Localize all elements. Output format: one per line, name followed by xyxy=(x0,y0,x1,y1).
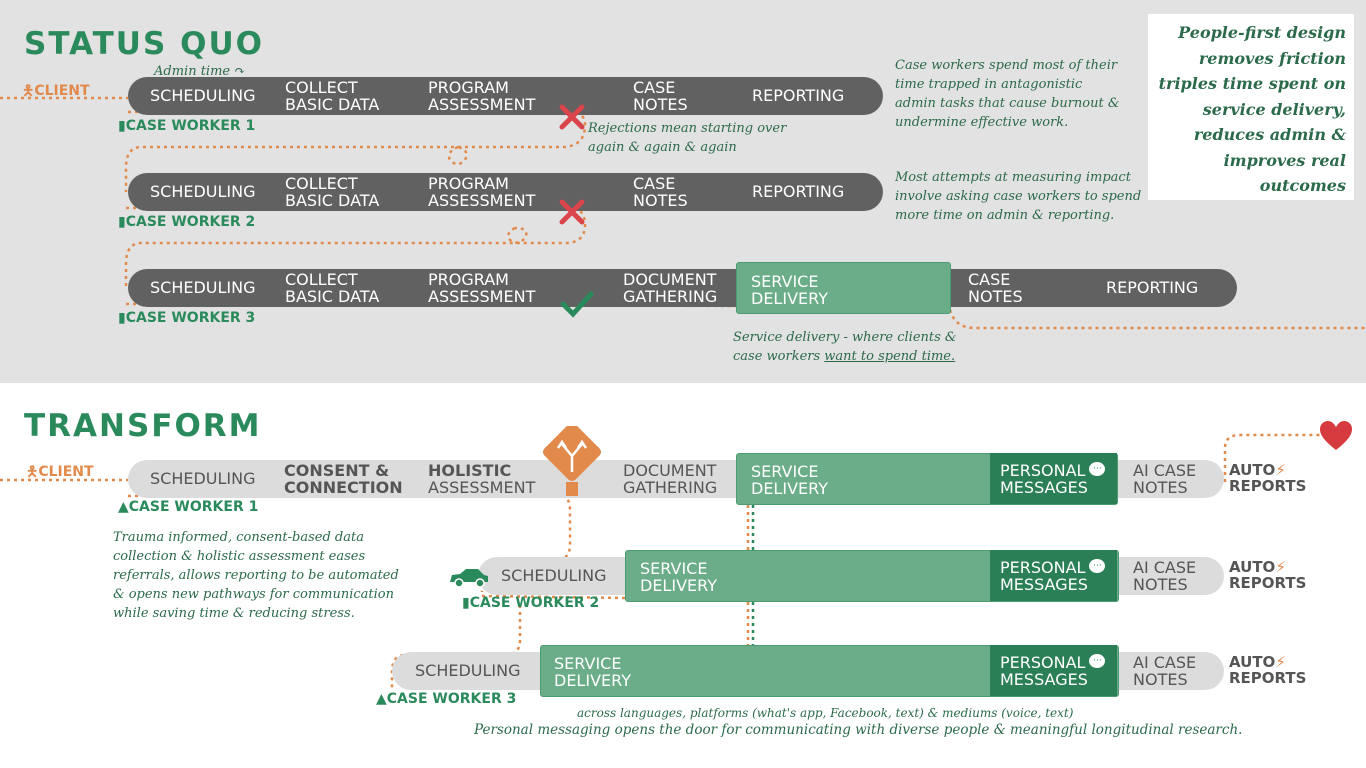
flow-path-sq1 xyxy=(0,96,587,192)
tr-row1-messages-box: PERSONAL···MESSAGES xyxy=(990,453,1117,504)
reject-x-icon xyxy=(559,199,585,225)
case-worker-3-sq: ▮CASE WORKER 3 xyxy=(118,310,256,326)
heart-icon xyxy=(1320,421,1352,450)
person-icon: ▲ xyxy=(118,499,129,515)
step-scheduling: SCHEDULING xyxy=(150,182,256,201)
transform-title: TRANSFORM xyxy=(24,408,262,444)
status-quo-title: STATUS QUO xyxy=(24,26,264,62)
step-reporting: REPORTING xyxy=(752,182,845,201)
person-icon: ▮ xyxy=(462,595,470,611)
step-consent-connection: CONSENT &CONNECTION xyxy=(284,461,403,497)
step-personal-messages: PERSONAL···MESSAGES xyxy=(1000,559,1106,593)
person-icon: ▮ xyxy=(118,310,126,326)
step-scheduling: SCHEDULING xyxy=(150,469,256,488)
step-personal-messages: PERSONAL···MESSAGES xyxy=(1000,654,1106,688)
flow-path-tr-out xyxy=(1223,433,1320,482)
step-scheduling: SCHEDULING xyxy=(501,566,607,585)
step-auto-reports: AUTO⚡REPORTS xyxy=(1229,558,1307,592)
admin-time-label: Admin time ↷ xyxy=(154,64,246,79)
case-worker-1-sq: ▮CASE WORKER 1 xyxy=(118,118,256,134)
case-worker-2-sq: ▮CASE WORKER 2 xyxy=(118,214,256,230)
step-scheduling: SCHEDULING xyxy=(415,661,521,680)
step-auto-reports: AUTO⚡REPORTS xyxy=(1229,653,1307,687)
person-icon: 🯅 xyxy=(22,83,35,99)
flow-path-sq-loop1 xyxy=(447,145,468,166)
person-icon: ▮ xyxy=(118,214,126,230)
step-scheduling: SCHEDULING xyxy=(150,86,256,105)
step-reporting: REPORTING xyxy=(1106,278,1199,297)
step-personal-messages: PERSONAL···MESSAGES xyxy=(1000,462,1106,496)
service-delivery-note: Service delivery - where clients &case w… xyxy=(733,330,957,364)
client-label-tr: 🯅CLIENT xyxy=(26,464,94,480)
flow-path-sq2 xyxy=(124,206,587,290)
reject-x-icon xyxy=(559,104,585,130)
step-auto-reports: AUTO⚡REPORTS xyxy=(1229,461,1307,495)
person-icon: ▮ xyxy=(118,118,126,134)
tr-row2-messages-box: PERSONAL···MESSAGES xyxy=(990,550,1117,601)
car-icon xyxy=(450,569,488,588)
person-icon: 🯅 xyxy=(26,464,39,480)
client-label-sq: 🯅CLIENT xyxy=(22,83,90,99)
tr-row3-messages-box: PERSONAL···MESSAGES xyxy=(990,645,1117,696)
chat-bubble-icon: ··· xyxy=(1089,462,1106,476)
person-icon: ▲ xyxy=(376,691,387,707)
bolt-icon: ⚡ xyxy=(1275,461,1286,479)
chat-bubble-icon: ··· xyxy=(1089,654,1106,668)
across-note: across languages, platforms (what's app,… xyxy=(577,706,1074,720)
approve-check-icon xyxy=(560,291,594,318)
personal-messaging-note: Personal messaging opens the door for co… xyxy=(474,722,1243,738)
chat-bubble-icon: ··· xyxy=(1089,559,1106,573)
flow-path-sq-loop2 xyxy=(507,226,528,244)
split-arrows-icon xyxy=(542,426,602,496)
case-worker-2-tr: ▮CASE WORKER 2 xyxy=(462,595,600,611)
bolt-icon: ⚡ xyxy=(1275,653,1286,671)
bolt-icon: ⚡ xyxy=(1275,558,1286,576)
step-scheduling: SCHEDULING xyxy=(150,278,256,297)
case-worker-1-tr: ▲CASE WORKER 1 xyxy=(118,499,259,515)
case-worker-3-tr: ▲CASE WORKER 3 xyxy=(376,691,517,707)
step-reporting: REPORTING xyxy=(752,86,845,105)
